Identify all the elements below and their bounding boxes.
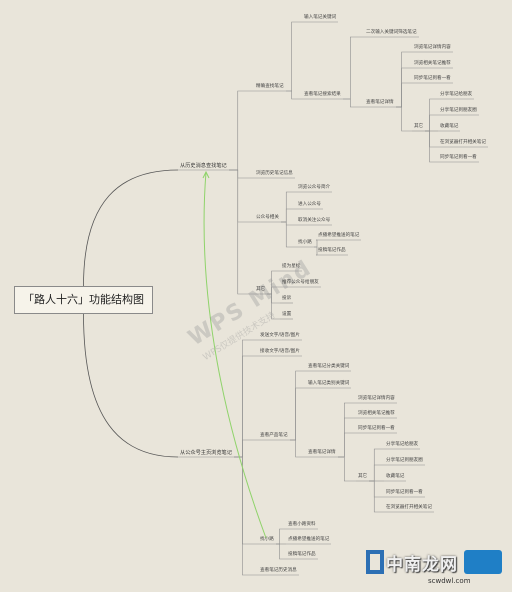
edge-b1_1_2_2 xyxy=(343,98,364,108)
node-b2-5[interactable]: 查看笔记历史消息 xyxy=(260,568,297,573)
edge-b2_3_3_3 xyxy=(338,432,356,458)
edge-b1_4_4 xyxy=(267,293,280,320)
node-b1-1-2-2[interactable]: 查看笔记详情 xyxy=(366,100,394,105)
edge-b1_1_2 xyxy=(286,90,302,100)
edge-b1_3_4 xyxy=(281,221,296,248)
node-b1-1-2-2-2[interactable]: 浏览相关笔记推荐 xyxy=(414,61,451,66)
node-b1-4-1[interactable]: 提为星标 xyxy=(282,264,301,269)
edge-b2_5 xyxy=(234,456,258,576)
edge-b2_4_1 xyxy=(276,528,286,545)
node-b1-3[interactable]: 公众号相关 xyxy=(256,215,279,220)
node-b2-4-2[interactable]: 点播希望推送的笔记 xyxy=(288,537,330,542)
edge-b2_3_3 xyxy=(290,439,306,458)
node-b1-4-2[interactable]: 推荐公众号给朋友 xyxy=(282,280,319,285)
node-b1-1[interactable]: 精确查找笔记 xyxy=(256,84,284,89)
edge-b2_3_3_4 xyxy=(338,456,356,482)
edge-b1_1_2_1 xyxy=(343,36,364,100)
edge-b1_3_3 xyxy=(281,221,296,226)
edge-b1_1_2_2_4_2 xyxy=(425,114,438,132)
edge-b1_3_4_2 xyxy=(314,246,318,256)
node-b1-1-2-2-4-2[interactable]: 分享笔记到朋友圈 xyxy=(440,108,477,113)
curve-root-b2 xyxy=(83,313,179,458)
edge-b2_1 xyxy=(234,339,258,458)
logo-url: scwdwl.com xyxy=(428,577,471,585)
edge-b2_3_3_1 xyxy=(338,402,356,458)
guide-arrow-head xyxy=(202,170,210,179)
edge-b2_3_3_4_5 xyxy=(369,480,384,513)
node-b2-3-3-4-5[interactable]: 在浏览器打开相关笔记 xyxy=(386,505,432,510)
node-b2-3-3[interactable]: 查看笔记详情 xyxy=(308,450,336,455)
node-b2-2[interactable]: 接收文字/语音/图片 xyxy=(260,349,300,354)
edge-b1_1_2_2_2 xyxy=(396,67,412,108)
node-b2-1[interactable]: 发送文字/语音/图片 xyxy=(260,333,300,338)
node-b2-3-3-4[interactable]: 其它 xyxy=(358,474,368,479)
root-node[interactable]: 「路人十六」功能结构图 xyxy=(14,286,153,314)
node-b1[interactable]: 从历史消息查找笔记 xyxy=(180,163,227,169)
site-logo: 中南龙网 scwdwl.com xyxy=(366,548,506,588)
edge-b1_1_1 xyxy=(286,21,302,92)
edge-b1_3_2 xyxy=(281,208,296,223)
node-b1-4-4[interactable]: 设置 xyxy=(282,312,292,317)
node-b2-4-1[interactable]: 查看小路资料 xyxy=(288,522,316,527)
edge-b1_1_2_2_3 xyxy=(396,82,412,108)
edge-b1_3_4_1 xyxy=(314,239,318,248)
node-b1-1-2-2-4-4[interactable]: 在浏览器打开相关笔记 xyxy=(440,140,486,145)
guide-arrow xyxy=(203,171,267,539)
node-b2-3-3-1[interactable]: 浏览笔记详情内容 xyxy=(358,396,395,401)
node-b1-3-4[interactable]: 找小路 xyxy=(298,240,312,245)
logo-text: 中南龙网 xyxy=(386,555,458,575)
node-b1-3-4-1[interactable]: 点播希望推送的笔记 xyxy=(318,233,360,238)
node-b1-3-4-2[interactable]: 投稿笔记作品 xyxy=(318,248,346,253)
node-b2-4[interactable]: 找小路 xyxy=(260,537,274,542)
node-b1-2[interactable]: 浏览历史笔记信息 xyxy=(256,171,293,176)
node-b2-3-3-4-1[interactable]: 分享笔记给朋友 xyxy=(386,442,419,447)
edge-b1_2 xyxy=(229,169,254,179)
node-b2-3[interactable]: 查看产品笔记 xyxy=(260,433,288,438)
node-b2-3-3-4-2[interactable]: 分享笔记到朋友圈 xyxy=(386,458,423,463)
edge-b1_1_2_2_1 xyxy=(396,51,412,108)
node-b1-4[interactable]: 其它 xyxy=(256,287,266,292)
edge-b2_3_1 xyxy=(290,370,306,441)
edge-b2_4 xyxy=(234,456,258,545)
node-b2-3-1[interactable]: 查看笔记分类关键词 xyxy=(308,364,350,369)
curve-root-b1 xyxy=(83,169,179,287)
node-b1-1-2-2-4-5[interactable]: 同步笔记到看一看 xyxy=(440,155,477,160)
node-b1-1-2-2-4-1[interactable]: 分享笔记给朋友 xyxy=(440,92,473,97)
node-b1-1-2-2-4[interactable]: 其它 xyxy=(414,124,424,129)
node-b2-3-3-2[interactable]: 浏览相关笔记推荐 xyxy=(358,411,395,416)
edge-b1_1 xyxy=(229,90,254,171)
node-b1-1-2-1[interactable]: 二次输入关键词筛选笔记 xyxy=(366,30,417,35)
logo-mark-icon xyxy=(366,550,502,574)
node-b1-1-1[interactable]: 输入笔记关键词 xyxy=(304,15,337,20)
node-b1-3-2[interactable]: 进入公众号 xyxy=(298,202,321,207)
node-b2-4-3[interactable]: 投稿笔记作品 xyxy=(288,552,316,557)
node-b1-1-2[interactable]: 查看笔记搜索结果 xyxy=(304,92,341,97)
edge-b2_3_2 xyxy=(290,387,306,441)
node-b1-4-3[interactable]: 投诉 xyxy=(282,296,292,301)
node-b2[interactable]: 从公众号主页浏览笔记 xyxy=(180,450,232,456)
node-b1-3-3[interactable]: 取消关注公众号 xyxy=(298,218,331,223)
edge-b2_3_3_2 xyxy=(338,417,356,458)
edge-b2_3_3_4_2 xyxy=(369,464,384,482)
edge-b2_2 xyxy=(234,355,258,458)
edge-b1_3_1 xyxy=(281,191,296,223)
node-b2-3-3-3[interactable]: 同步笔记到看一看 xyxy=(358,426,395,431)
node-b1-1-2-2-4-3[interactable]: 收藏笔记 xyxy=(440,124,459,129)
edge-b2_3_3_4_4 xyxy=(369,480,384,498)
node-b1-3-1[interactable]: 浏览公众号简介 xyxy=(298,185,331,190)
edge-b1_1_2_2_4 xyxy=(396,106,412,132)
node-b1-1-2-2-1[interactable]: 浏览笔记详情内容 xyxy=(414,45,451,50)
edge-b1_1_2_2_4_5 xyxy=(425,130,438,163)
edge-b2_3 xyxy=(234,439,258,458)
edge-b1_4 xyxy=(229,169,254,295)
node-b1-1-2-2-3[interactable]: 同步笔记到看一看 xyxy=(414,76,451,81)
node-b2-3-3-4-4[interactable]: 同步笔记到看一看 xyxy=(386,490,423,495)
node-b2-3-3-4-3[interactable]: 收藏笔记 xyxy=(386,474,405,479)
node-b2-3-2[interactable]: 输入笔记类别关键词 xyxy=(308,381,350,386)
edge-b1_1_2_2_4_4 xyxy=(425,130,438,148)
edge-b2_4_3 xyxy=(276,543,286,560)
